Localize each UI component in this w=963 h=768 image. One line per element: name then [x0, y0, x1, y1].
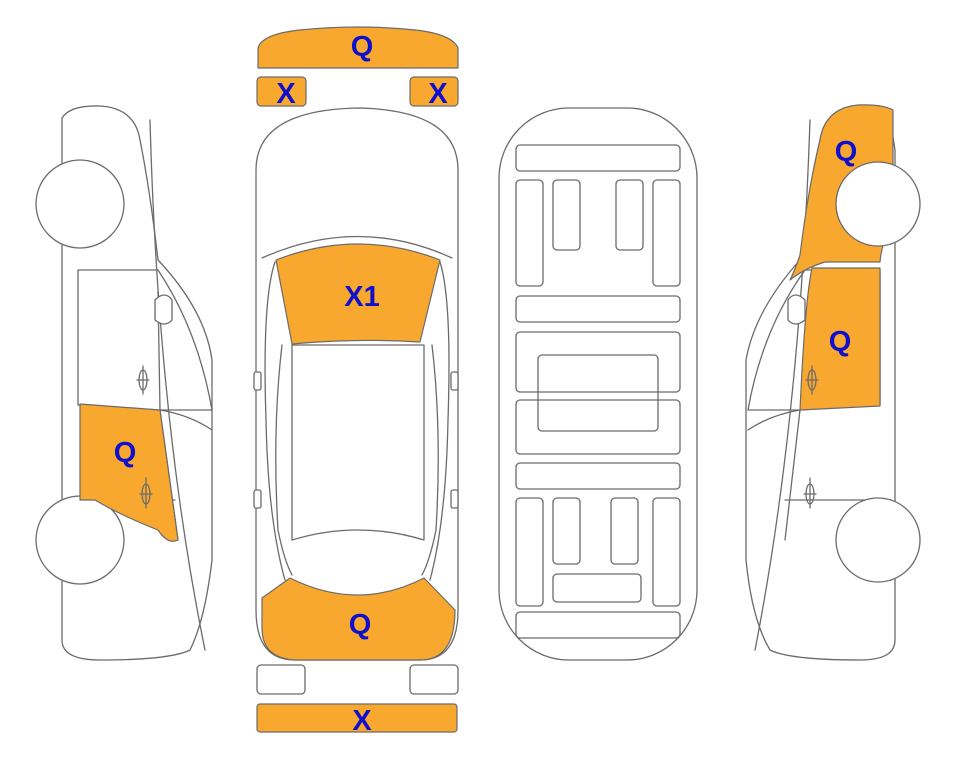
- right-taillight[interactable]: [409, 664, 459, 695]
- left-mirror-side: [154, 294, 173, 325]
- rear-bumper-zone[interactable]: X: [256, 703, 458, 737]
- right-headlight-label: X: [428, 78, 448, 110]
- rear-window-shape: [261, 577, 456, 661]
- car-interior-view: [498, 107, 698, 661]
- rear-bumper-label: X: [352, 705, 372, 737]
- right-headlight-shape: [409, 76, 459, 107]
- interior-trunk: [515, 611, 681, 639]
- left-rear-door-zone[interactable]: Q: [79, 403, 179, 542]
- interior-console-top: [515, 331, 681, 393]
- top-view-right-inner-line: [421, 344, 439, 576]
- left-side-sill: [149, 119, 206, 651]
- left-rear-handle-ring: [141, 483, 151, 505]
- right-front-door-zone[interactable]: Q: [799, 267, 881, 411]
- rear-window-zone[interactable]: Q: [261, 577, 456, 661]
- rear-window-label: Q: [349, 609, 372, 641]
- left-front-wheel: [35, 159, 125, 249]
- left-rear-door-shape: [79, 403, 179, 542]
- top-view-right-side-line: [429, 261, 450, 581]
- left-headlight-label: X: [276, 78, 296, 110]
- right-front-fender-label: Q: [835, 136, 858, 168]
- right-front-handle-ring: [807, 369, 817, 391]
- right-rear-wheel: [835, 497, 921, 583]
- right-side-pillar: [747, 409, 801, 431]
- interior-rear-bench: [552, 573, 642, 603]
- left-taillight[interactable]: [256, 664, 306, 695]
- left-rear-handle: [253, 489, 262, 509]
- interior-dash: [515, 144, 681, 172]
- interior-bar-2: [515, 462, 681, 490]
- right-mirror: [450, 371, 459, 391]
- interior-console-bottom: [515, 399, 681, 455]
- front-bumper-shape: [257, 26, 459, 69]
- interior-outline: [498, 107, 698, 661]
- left-mirror: [253, 371, 262, 391]
- top-view-hood-line: [261, 235, 453, 259]
- interior-console: [537, 354, 659, 432]
- interior-seat-fl: [552, 179, 581, 251]
- left-headlight-zone[interactable]: X: [256, 76, 307, 110]
- car-top-view: [253, 107, 459, 661]
- right-front-door-label: Q: [829, 326, 852, 358]
- windshield-label: X1: [344, 281, 379, 313]
- interior-panel-r1: [652, 179, 681, 287]
- top-view-body: [255, 107, 459, 661]
- left-front-handle-ring: [138, 369, 148, 391]
- right-headlight-zone[interactable]: X: [409, 76, 459, 110]
- left-rear-door-label: Q: [114, 437, 137, 469]
- interior-panel-r2: [652, 497, 681, 607]
- left-side-pillar: [159, 409, 213, 431]
- top-view-left-side-line: [264, 261, 286, 581]
- right-side-door-line: [784, 409, 801, 541]
- interior-seat-rr: [610, 497, 639, 565]
- top-view-left-inner-line: [275, 344, 293, 576]
- interior-seat-fr: [615, 179, 644, 251]
- right-rear-handle: [450, 489, 459, 509]
- right-rear-handle-ring: [805, 483, 815, 505]
- interior-panel-l1: [515, 179, 544, 287]
- car-left-side-view: [35, 105, 213, 661]
- right-mirror-side: [787, 294, 806, 325]
- left-side-windows: [77, 269, 213, 411]
- interior-panel-l2: [515, 497, 544, 607]
- right-side-windows: [747, 269, 881, 411]
- left-headlight-shape: [256, 76, 307, 107]
- right-front-wheel: [835, 161, 921, 247]
- interior-seat-rl: [552, 497, 581, 565]
- front-bumper-zone[interactable]: Q: [257, 26, 459, 69]
- right-front-door-shape: [799, 267, 881, 411]
- top-view-roof: [291, 344, 425, 541]
- front-bumper-label: Q: [351, 31, 374, 63]
- windshield-shape: [275, 243, 441, 345]
- windshield-zone[interactable]: X1: [275, 243, 441, 345]
- right-side-sill: [754, 119, 811, 651]
- rear-bumper-shape: [256, 703, 458, 733]
- interior-bar-1: [515, 295, 681, 323]
